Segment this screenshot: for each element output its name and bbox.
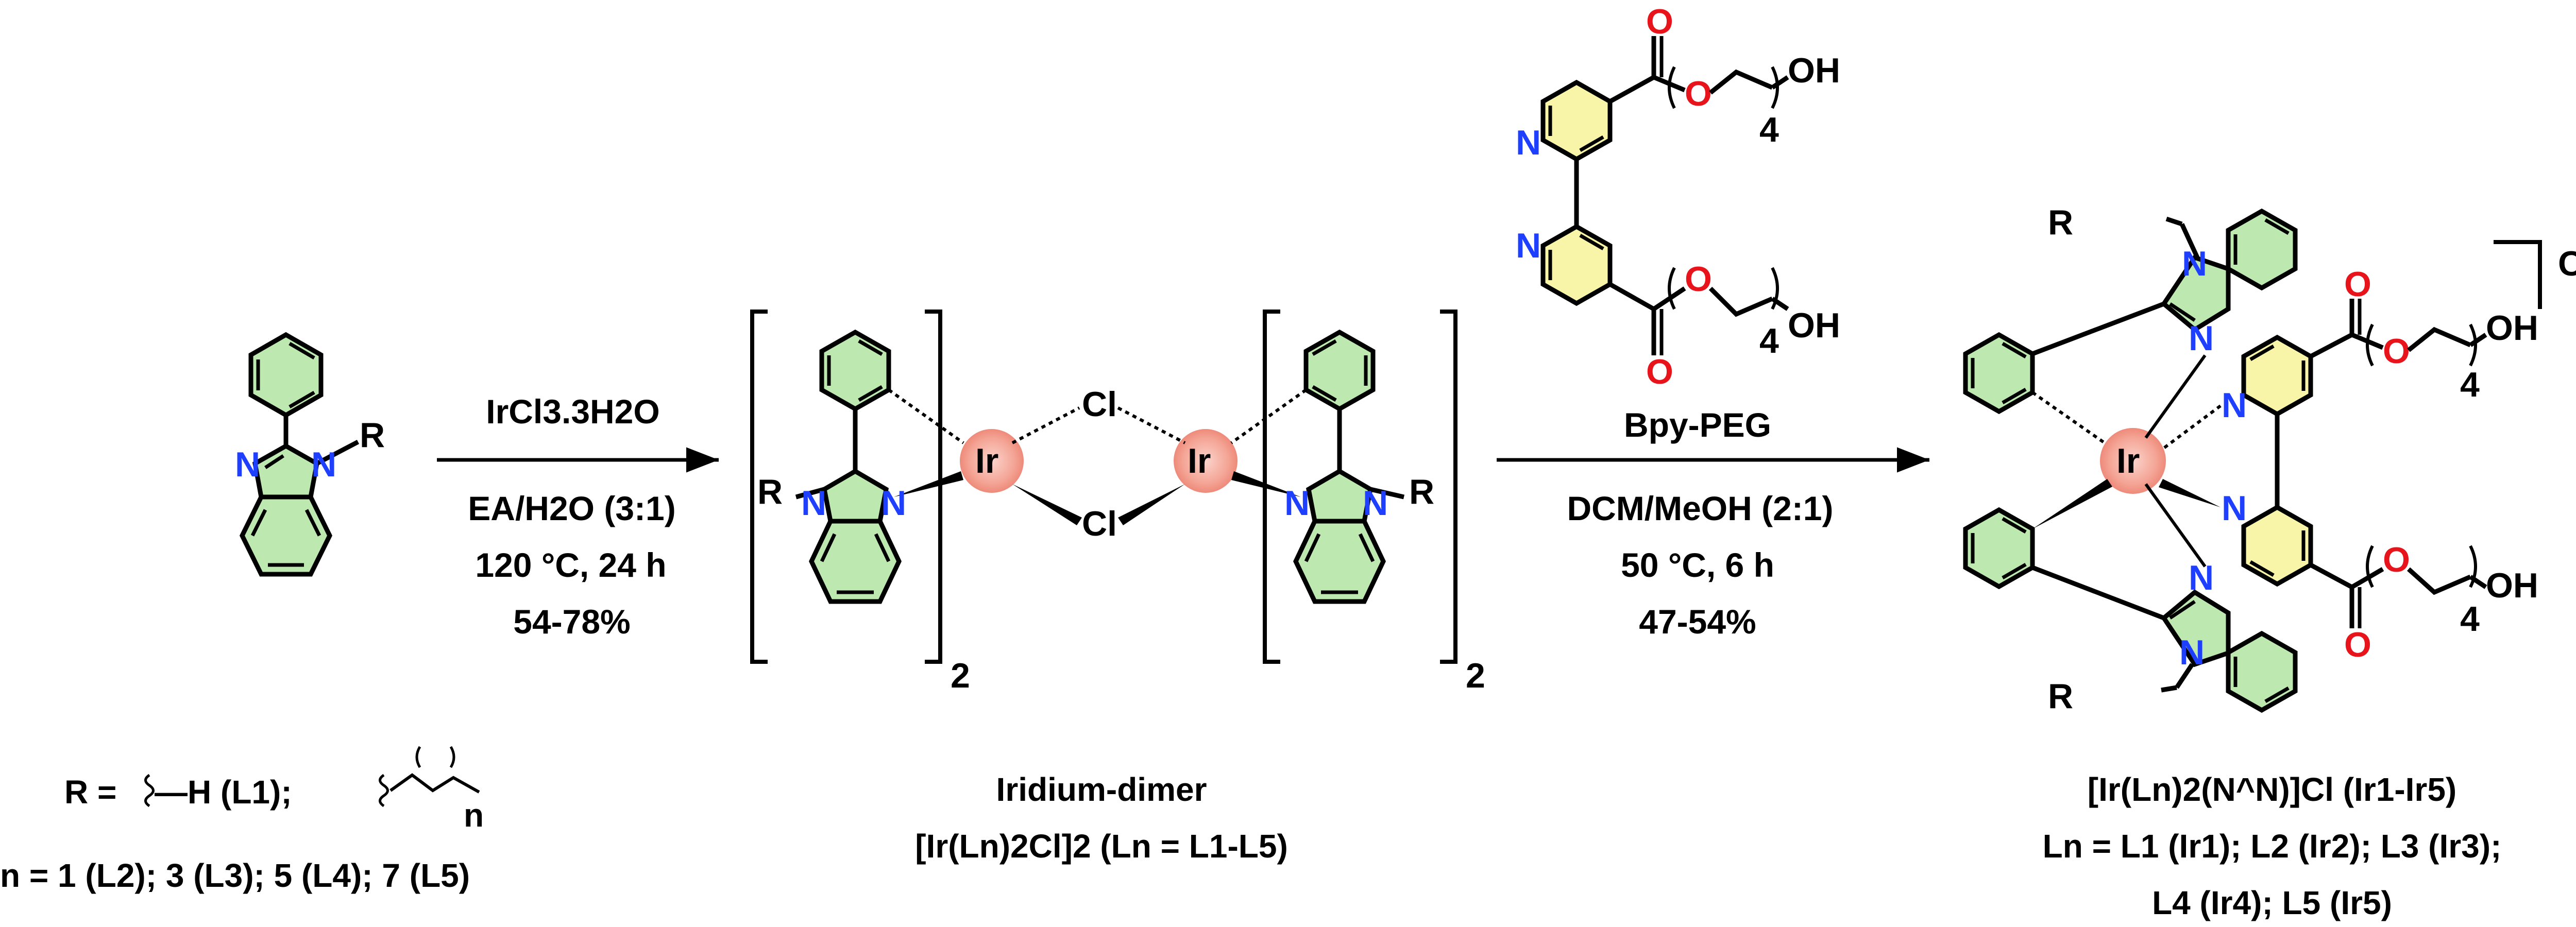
atom-ir-product: Ir [2116,441,2140,480]
step1-temp: 120 °C, 24 h [475,546,666,584]
subscript-4-top: 4 [1759,110,1779,149]
counter-ion-cl: Cl [2558,244,2576,283]
ir-center-right [1174,429,1238,493]
atom-n-dimer-3: N [1284,484,1310,523]
step2-temp: 50 °C, 6 h [1621,546,1774,584]
bracket-left-close [925,310,942,664]
step2-arrow-group: Bpy-PEG DCM/MeOH (2:1) 50 °C, 6 h 47-54% [1497,406,1929,641]
ir-center-product [2100,428,2166,494]
caption-r-prefix: R = [64,774,116,811]
atom-o-product-2: O [2383,332,2410,371]
atom-n-product-3: N [2189,558,2214,597]
atom-oh-bottom: OH [1788,306,1840,345]
phenyl-ring [248,332,324,418]
atom-oh-top: OH [1788,51,1840,90]
step1-yield: 54-78% [513,603,631,641]
atom-n-product-1: N [2182,244,2207,283]
product-formula: [Ir(Ln)2(N^N)]Cl (Ir1-Ir5) [2088,771,2456,808]
wavy-bond-icon [144,774,155,808]
dimer-name: Iridium-dimer [996,771,1207,808]
atom-n-right: N [311,445,336,484]
atom-ir-right: Ir [1188,441,1211,480]
dimer-formula: [Ir(Ln)2Cl]2 (Ln = L1-L5) [915,828,1288,865]
bpy-peg-structure: N N O O 4 OH O O 4 OH [1516,2,1840,391]
product-structure: Ir R N N R N N [1963,203,2576,716]
subscript-4-product-top: 4 [2460,365,2480,404]
atom-r-dimer-left: R [757,472,783,511]
caption-n: n [464,797,484,834]
atom-oh-product-bottom: OH [2486,566,2538,605]
atom-o-bpy-1: O [1646,2,1673,41]
atom-o-bpy-3: O [1646,352,1673,391]
caption-n-values: n = 1 (L2); 3 (L3); 5 (L4); 7 (L5) [0,857,470,894]
product-line3: L4 (Ir4); L5 (Ir5) [2152,884,2392,921]
atom-r: R [360,416,385,455]
atom-n-product-4: N [2179,633,2205,672]
step2-solvent: DCM/MeOH (2:1) [1567,489,1833,527]
atom-n-dimer-1: N [801,484,826,523]
atom-r-product-top: R [2048,203,2073,242]
imidazole-ring [252,443,320,500]
subscript-2-left: 2 [951,656,970,695]
bracket-right-close [1440,310,1458,664]
atom-n-bpy-2: N [1516,226,1541,265]
atom-r-product-bottom: R [2048,677,2073,716]
subscript-2-right: 2 [1466,656,1485,695]
atom-n-product-2: N [2189,319,2214,358]
atom-n-product-5: N [2222,386,2247,425]
ligand-caption: R = —H (L1); n n = 1 (L2); 3 (L3); 5 (L4… [0,746,484,894]
atom-o-product-3: O [2344,625,2371,664]
step2-yield: 47-54% [1639,603,1756,641]
atom-cl-top: Cl [1082,385,1117,424]
ir-center-left [960,429,1024,493]
atom-n-dimer-4: N [1363,484,1388,523]
atom-o-bpy-4: O [1685,260,1712,299]
subscript-4-product-bottom: 4 [2460,599,2480,639]
atom-n-bpy-1: N [1516,123,1541,162]
product-bracket [2494,240,2542,309]
atom-cl-bottom: Cl [1082,504,1117,543]
product-line2: Ln = L1 (Ir1); L2 (Ir2); L3 (Ir3); [2043,828,2502,865]
atom-o-bpy-2: O [1685,74,1712,113]
ligand-structure: N N R [235,332,385,577]
step1-arrow-group: IrCl3.3H2O EA/H2O (3:1) 120 °C, 24 h 54-… [437,392,719,641]
step1-reagent: IrCl3.3H2O [486,392,659,431]
caption-r-h: —H (L1); [155,774,292,811]
atom-n-product-6: N [2222,489,2247,528]
atom-ir-left: Ir [975,441,998,480]
dimer-caption: Iridium-dimer [Ir(Ln)2Cl]2 (Ln = L1-L5) [915,771,1288,865]
subscript-4-bottom: 4 [1759,321,1779,360]
atom-r-dimer-right: R [1409,472,1434,511]
product-caption: [Ir(Ln)2(N^N)]Cl (Ir1-Ir5) Ln = L1 (Ir1)… [2043,771,2502,921]
step1-solvent: EA/H2O (3:1) [468,489,675,527]
benzo-ring [239,494,333,577]
alkyl-chain [389,773,480,794]
iridium-dimer-structure: 2 2 Cl Cl Ir Ir R N N [750,310,1485,695]
atom-o-product-1: O [2344,265,2371,304]
atom-oh-product-top: OH [2486,308,2538,348]
atom-o-product-4: O [2383,540,2410,579]
bracket-left [750,310,768,664]
atom-n-left: N [235,445,260,484]
wavy-bond-icon [379,774,389,808]
atom-n-dimer-2: N [881,484,906,523]
step2-reagent: Bpy-PEG [1624,406,1771,444]
